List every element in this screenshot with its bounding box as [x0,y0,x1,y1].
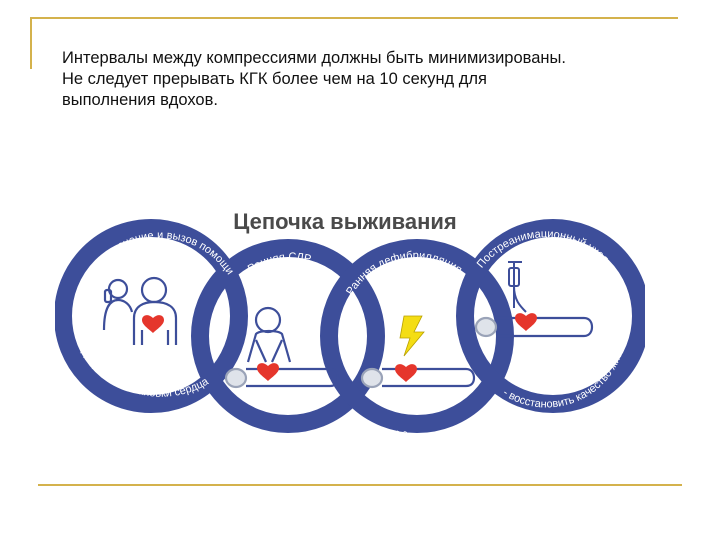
heart-icon [142,315,164,333]
slide-text-line-3: выполнения вдохов. [62,91,218,109]
link-4-bottom-label: - восстановить качество жизни [501,340,628,411]
slide-text-line-2: Не следует прерывать КГК более чем на 10… [62,70,487,88]
ring-link-1 [55,219,248,413]
victim-figure-icon [132,276,178,345]
top-rule [30,17,678,19]
cpr-rescuer-icon [246,306,292,363]
bottom-rule [38,484,682,486]
heart-icon [395,364,417,382]
ring-link-4 [456,219,645,413]
slide-text-line-1: Интервалы между компрессиями должны быть… [62,49,566,67]
heart-icon [257,363,279,381]
lying-patient-icon [224,367,340,389]
left-rule [30,17,32,69]
chain-of-survival-diagram: Цепочка выживания Раннее распознание и в… [55,209,645,445]
lightning-bolt-icon [399,315,425,357]
ring-link-2 [191,239,385,433]
phone-caller-icon [102,278,134,331]
resting-patient-icon [474,316,594,338]
lying-patient-icon [360,367,476,389]
chain-title: Цепочка выживания [233,209,456,234]
heart-icon [515,313,537,331]
slide-text: Интервалы между компрессиями должны быть… [62,48,662,111]
iv-drip-icon [508,261,527,313]
